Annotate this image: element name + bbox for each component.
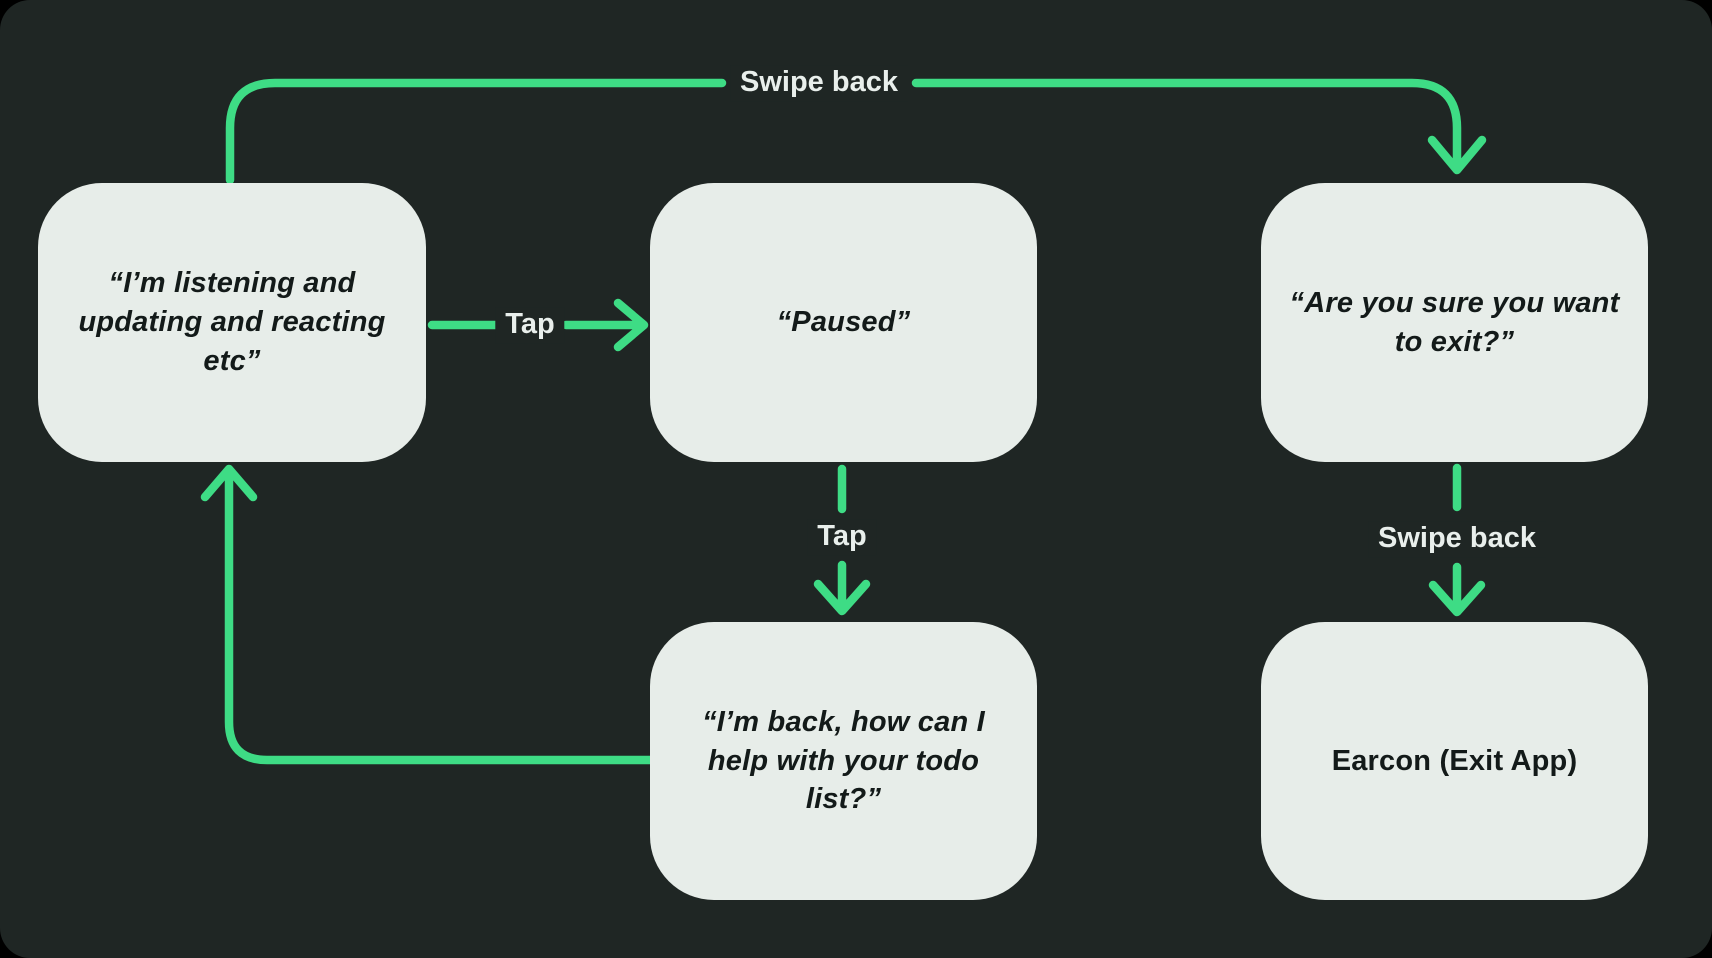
node-earcon-exit-label: Earcon (Exit App) — [1331, 744, 1578, 777]
node-listening: “I’m listening and updating and reacting… — [38, 183, 426, 462]
node-earcon-exit: Earcon (Exit App) — [1261, 622, 1648, 900]
edge-label-swipe-back-top: Swipe back — [730, 65, 908, 101]
node-exit-confirm: “Are you sure you want to exit?” — [1261, 183, 1648, 462]
node-back-todo-label: “I’m back, how can I help with your todo… — [702, 705, 985, 816]
node-exit-confirm-label: “Are you sure you want to exit?” — [1289, 286, 1620, 358]
node-paused-label: “Paused” — [776, 306, 911, 339]
node-back-todo: “I’m back, how can I help with your todo… — [650, 622, 1037, 900]
edge-label-tap-vertical: Tap — [807, 519, 877, 555]
node-listening-label: “I’m listening and updating and reacting… — [78, 267, 386, 377]
edge-label-swipe-back-right: Swipe back — [1368, 521, 1546, 557]
edge-label-tap-horizontal: Tap — [495, 307, 565, 343]
node-paused: “Paused” — [650, 183, 1037, 462]
